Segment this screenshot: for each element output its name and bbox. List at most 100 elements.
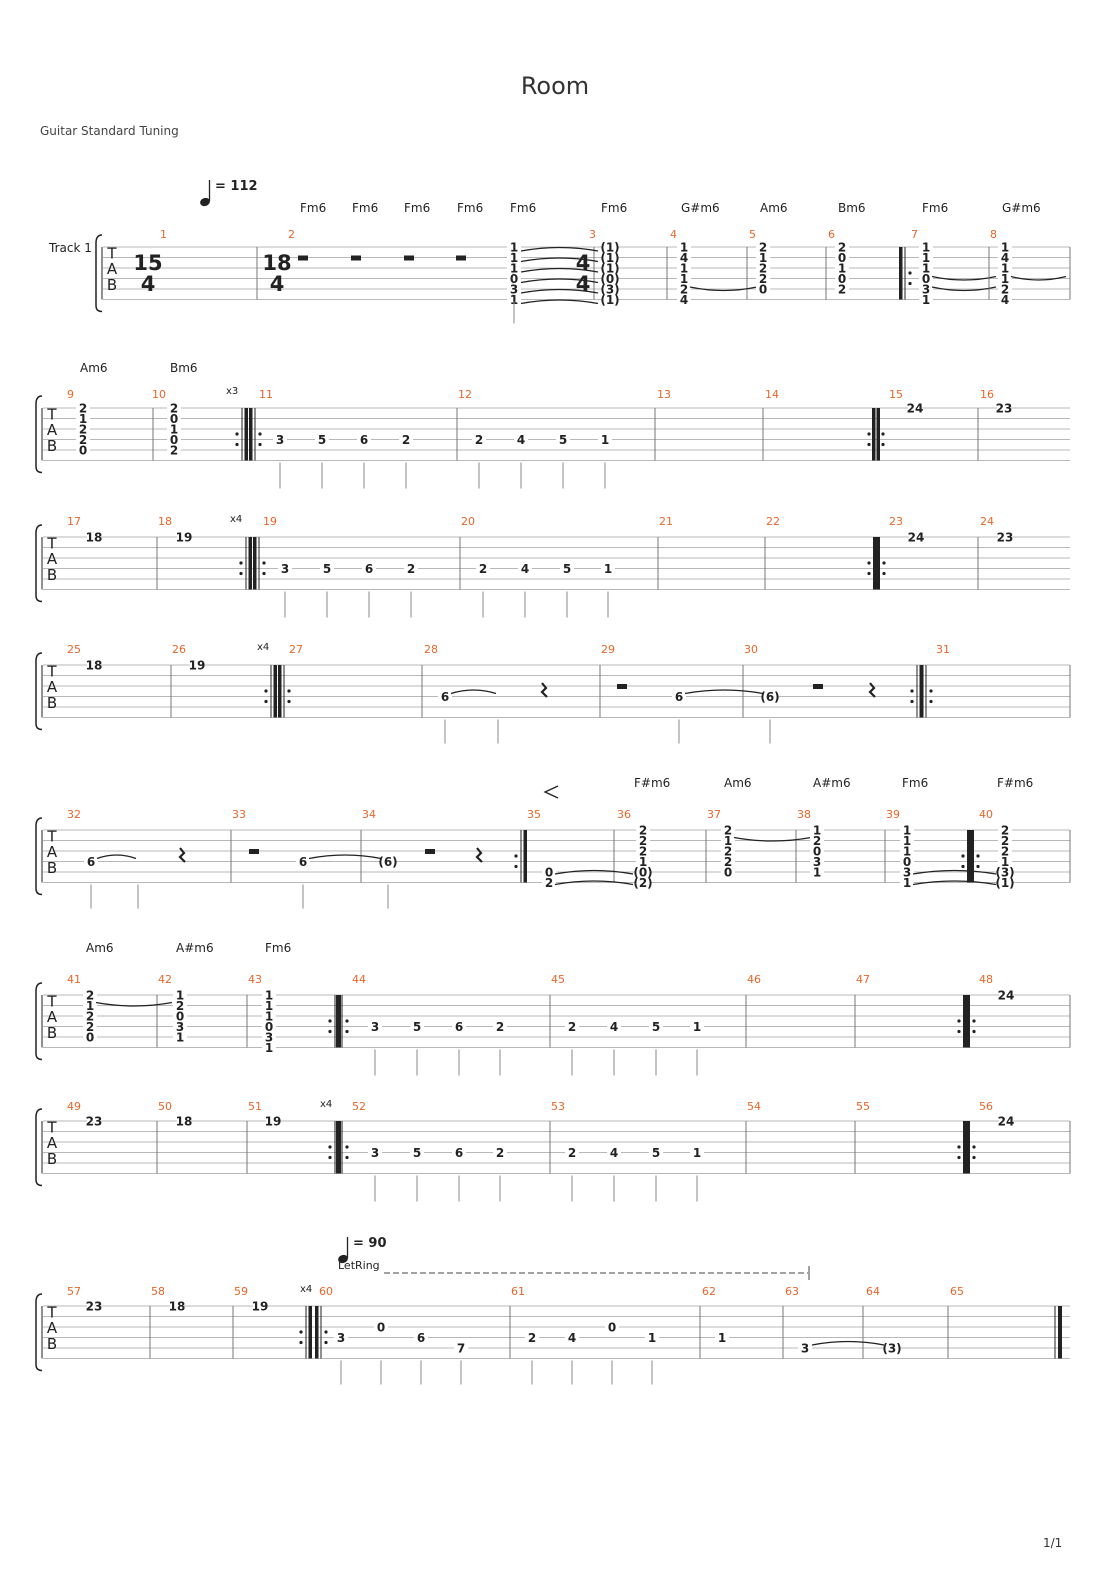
tie <box>520 246 599 252</box>
fret-bg <box>507 263 521 273</box>
measure-number: 43 <box>248 973 262 986</box>
repeat-dot <box>882 571 886 576</box>
fret-number: 0 <box>545 866 553 880</box>
fret-bg <box>998 877 1012 888</box>
tab-clef: T <box>46 828 57 846</box>
system-bracket <box>35 1293 43 1372</box>
fret-bg <box>999 1116 1013 1126</box>
chord-name: Fm6 <box>457 201 483 215</box>
tie <box>931 286 997 292</box>
half-rest <box>298 255 308 261</box>
tab-clef: A <box>47 678 58 696</box>
repeat-dot <box>910 689 914 693</box>
chord-name: F#m6 <box>634 776 670 790</box>
repeat-dot <box>972 1155 976 1160</box>
fret-bg <box>438 691 452 702</box>
repeat-bar <box>248 537 252 590</box>
fret-number: (6) <box>760 690 779 704</box>
repeat-dot <box>976 854 980 858</box>
repeat-dot <box>328 1029 332 1034</box>
fret-bg <box>362 563 376 574</box>
fret-bg <box>999 990 1013 1000</box>
measure-number: 22 <box>766 515 780 528</box>
fret-bg <box>507 284 521 294</box>
fret-number: 4 <box>680 251 688 265</box>
fret-bg <box>690 1021 704 1032</box>
fret-number: 19 <box>176 531 193 545</box>
repeat-dot <box>910 699 914 704</box>
measure-number: 18 <box>158 515 172 528</box>
fret-number: 1 <box>903 876 911 890</box>
fret-number: 4 <box>568 1331 576 1345</box>
fret-bg <box>493 1147 507 1158</box>
fret-bg <box>598 434 612 445</box>
repeat-dot <box>908 281 912 286</box>
tie <box>520 257 599 263</box>
fret-number: 2 <box>1001 845 1009 859</box>
fret-number: 3 <box>265 1031 273 1045</box>
measure-number: 13 <box>657 388 671 401</box>
repeat-dot <box>514 854 518 858</box>
measure-number: 21 <box>659 515 673 528</box>
fret-bg <box>998 284 1012 294</box>
repeat-dot <box>957 1155 961 1160</box>
fret-number: 18 <box>86 659 103 673</box>
repeat-dot <box>287 699 291 704</box>
fret-bg <box>908 403 922 413</box>
repeat-bar <box>899 247 903 300</box>
fret-number: 2 <box>479 562 487 576</box>
fret-number: 1 <box>601 433 609 447</box>
fret-bg <box>167 403 181 413</box>
fret-bg <box>374 1322 388 1332</box>
repeat-count: x4 <box>257 642 269 653</box>
fret-bg <box>645 1332 659 1343</box>
fret-number: 4 <box>680 293 688 307</box>
tab-clef: A <box>47 421 58 439</box>
fret-bg <box>998 835 1012 846</box>
fret-bg <box>900 835 914 846</box>
fret-number: 1 <box>838 262 846 276</box>
time-sig-denominator: 4 <box>141 272 156 296</box>
fret-number: 1 <box>724 834 732 848</box>
fret-bg <box>810 867 824 877</box>
fret-number: 0 <box>903 855 911 869</box>
chord-name: Fm6 <box>265 941 291 955</box>
fret-number: 6 <box>417 1331 425 1345</box>
tie <box>95 1001 173 1007</box>
repeat-dot <box>258 442 262 447</box>
repeat-dot <box>957 1029 961 1034</box>
measure-number: 34 <box>362 808 376 821</box>
fret-number: (1) <box>600 293 619 307</box>
measure-number: 62 <box>702 1285 716 1298</box>
fret-number: 3 <box>276 433 284 447</box>
fret-bg <box>87 532 101 542</box>
fret-number: (1) <box>600 251 619 265</box>
track-label: Track 1 <box>48 241 92 255</box>
fret-number: 2 <box>724 845 732 859</box>
repeat-bar <box>966 1121 970 1174</box>
fret-number: 1 <box>170 423 178 437</box>
repeat-dot <box>867 442 871 447</box>
tie <box>931 275 997 281</box>
fret-bg <box>452 1147 466 1158</box>
fret-number: 3 <box>922 283 930 297</box>
fret-bg <box>167 413 181 424</box>
quarter-rest <box>868 682 876 698</box>
song-title: Room <box>520 72 590 100</box>
half-rest <box>404 255 414 261</box>
chord-name: Fm6 <box>601 201 627 215</box>
measure-number: 4 <box>670 228 677 241</box>
measure-number: 2 <box>288 228 295 241</box>
fret-bg <box>607 1147 621 1158</box>
page-number: 1/1 <box>1043 1536 1063 1550</box>
measure-number: 28 <box>424 643 438 656</box>
chord-name: G#m6 <box>1002 201 1041 215</box>
fret-bg <box>649 1021 663 1032</box>
repeat-dot <box>345 1019 349 1023</box>
fret-number: 6 <box>455 1020 463 1034</box>
repeat-dot <box>235 442 239 447</box>
fret-number: 2 <box>545 876 553 890</box>
half-rest <box>456 255 466 261</box>
chord-name: Bm6 <box>170 361 198 375</box>
fret-number: 3 <box>510 283 518 297</box>
